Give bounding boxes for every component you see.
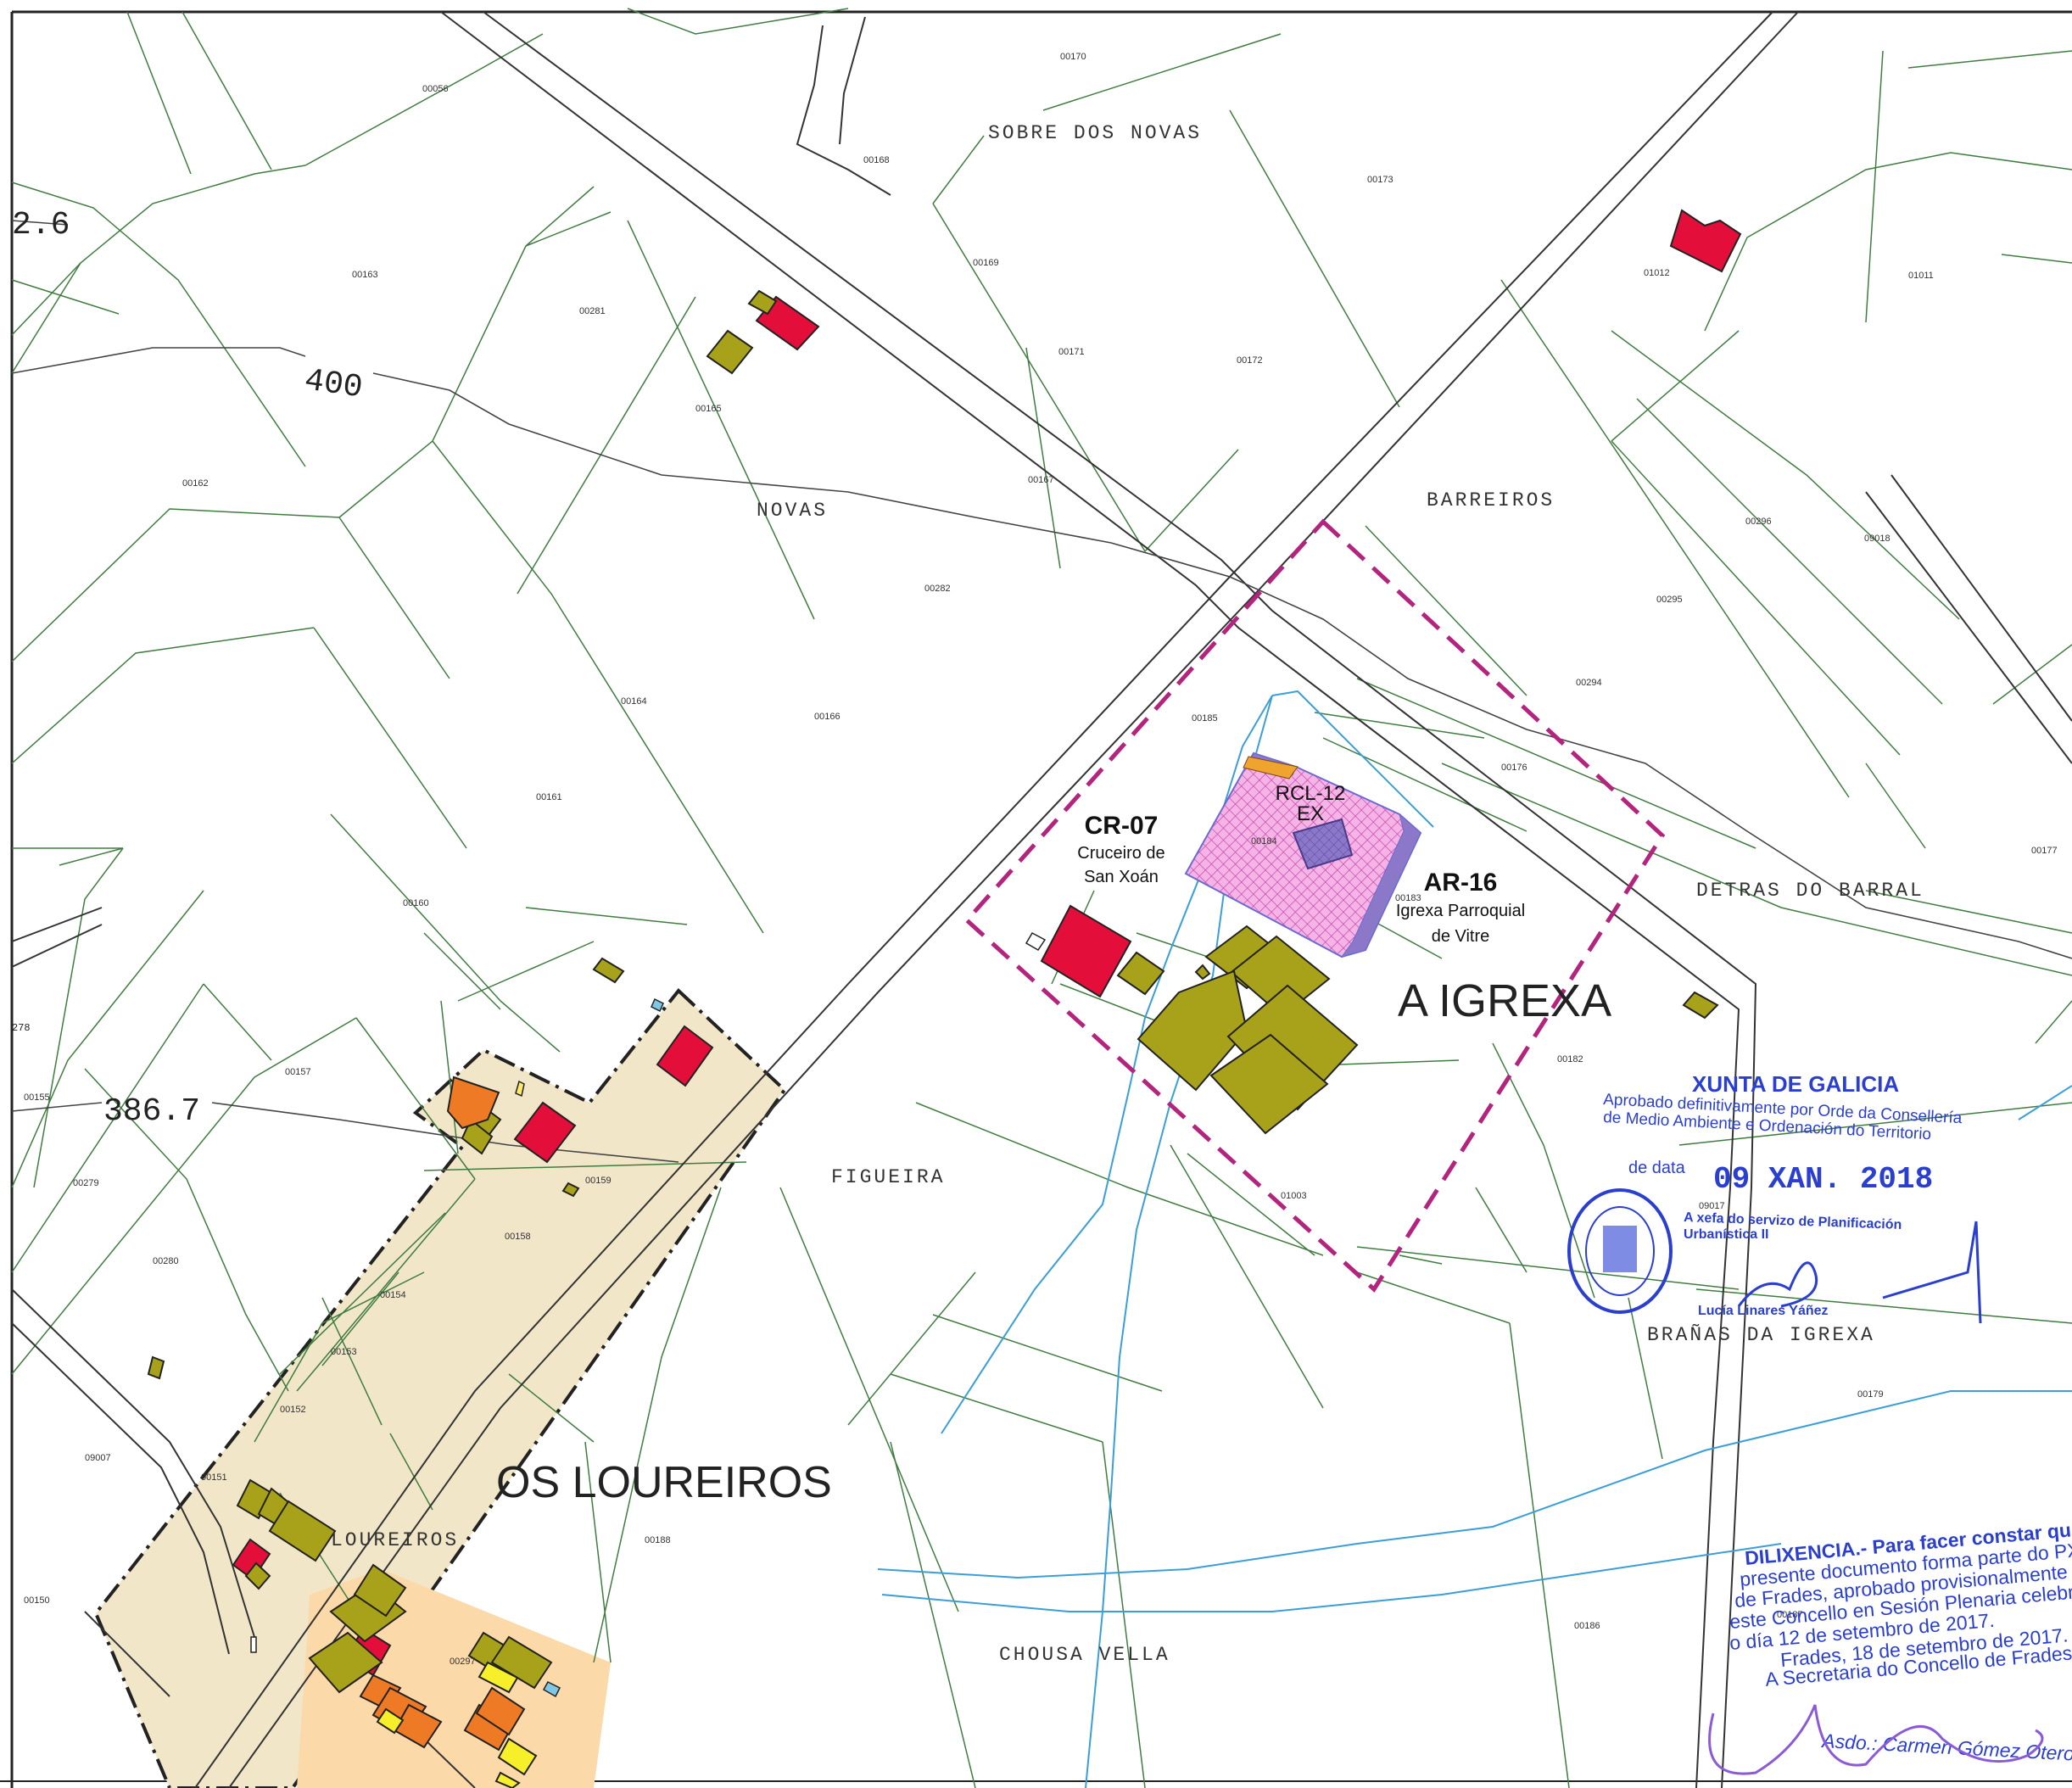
settlement-os-loureiros: OS LOUREIROS [496, 1458, 832, 1507]
approval-stamp: XUNTA DE GALICIA Aprobado definitivament… [1567, 1071, 1982, 1324]
toponym-sobre-dos-novas: SOBRE DOS NOVAS [988, 122, 1202, 144]
heritage-name-ar16-line1: Igrexa Parroquial [1396, 902, 1525, 920]
toponym-novas: NOVAS [757, 500, 828, 522]
parcel-number: 00182 [1557, 1054, 1583, 1064]
parcel-number: 00169 [973, 258, 999, 268]
heritage-code-rcl12: RCL-12 [1276, 782, 1346, 805]
buildings-yellow [376, 1661, 538, 1788]
heritage-code-rcl12-sub: EX [1297, 802, 1324, 825]
heritage-labels: CR-07 Cruceiro de San Xoán AR-16 Igrexa … [1077, 782, 1525, 946]
parcel-number: 00295 [1656, 595, 1683, 605]
parcel-number: 00165 [695, 404, 722, 414]
contour-lines [11, 220, 2072, 1163]
contour-label-400: 400 [302, 362, 365, 406]
parcel-number: 00179 [1857, 1389, 1884, 1400]
parcel-number: 00173 [1367, 175, 1393, 185]
parcel-number: 00159 [585, 1176, 612, 1186]
stamp-signature [1737, 1221, 1982, 1324]
heritage-name-ar16-line2: de Vitre [1432, 927, 1490, 946]
toponym-figueira: FIGUEIRA [831, 1166, 945, 1188]
parcel-numbers: 00056 00170 00168 00169 00163 00281 0016… [24, 52, 2058, 1667]
parcel-number: 00294 [1576, 678, 1602, 688]
parcel-number: 00187 [1777, 1610, 1803, 1620]
heritage-name-cr07-line2: San Xoán [1084, 868, 1159, 886]
parcel-lines [11, 8, 2072, 1788]
parcel-number: 00177 [2031, 846, 2058, 856]
stamp-date-value: 09 XAN. 2018 [1713, 1162, 1933, 1197]
parcel-number: 00162 [182, 478, 209, 489]
parcel-number: 01011 [1908, 271, 1934, 281]
parcel-number: 00154 [380, 1290, 406, 1300]
parcel-number: 09007 [85, 1453, 111, 1463]
parcel-number: 00151 [201, 1472, 227, 1483]
diligence-text: DILIXENCIA.- Para facer constar qu prese… [1708, 1518, 2072, 1775]
heritage-code-cr07: CR-07 [1085, 812, 1159, 840]
heritage-name-cr07-line1: Cruceiro de [1077, 844, 1164, 863]
diligence-line8: Asdo.: Carmen Gómez Otero. [1820, 1729, 2072, 1765]
parcel-number: 00296 [1745, 517, 1772, 527]
stamp-signer: Lucía Linares Yáñez [1698, 1304, 1829, 1318]
buildings-orange [359, 1076, 526, 1752]
parcel-number: 01012 [1644, 268, 1670, 278]
stamp-line4: Urbanística II [1684, 1227, 1768, 1242]
parcel-number: 09017 [1699, 1201, 1725, 1211]
toponyms: SOBRE DOS NOVAS NOVAS BARREIROS DETRAS D… [331, 122, 1924, 1666]
parcel-number: 00184 [1251, 836, 1277, 847]
parcel-number: 00176 [1501, 763, 1527, 773]
heritage-code-ar16: AR-16 [1424, 869, 1498, 897]
contour-label-386-7: 386.7 [103, 1093, 200, 1130]
parcel-number: 00183 [1395, 893, 1421, 903]
parcel-number: 00171 [1058, 347, 1085, 357]
parcel-number: 00161 [536, 792, 562, 802]
toponym-detras-do-barral: DETRAS DO BARRAL [1696, 880, 1924, 902]
parcel-number: 01003 [1281, 1191, 1307, 1201]
parcel-number: 00160 [403, 898, 429, 908]
parcel-number: 00280 [153, 1256, 179, 1266]
parcel-number: 09018 [1864, 534, 1890, 544]
contour-label-278: 278 [12, 1022, 31, 1034]
toponym-barreiros: BARREIROS [1427, 489, 1555, 511]
parcel-number: 00279 [73, 1178, 99, 1188]
parcel-number: 00164 [621, 696, 647, 707]
heritage-protection-boundary [963, 518, 1666, 1293]
diligence-signature [1708, 1700, 2044, 1775]
parcel-number: 00150 [24, 1595, 50, 1606]
parcel-number: 00163 [352, 270, 378, 280]
parcel-number: 00155 [24, 1092, 50, 1103]
parcel-number: 00186 [1574, 1621, 1600, 1631]
buildings-minor [250, 931, 1047, 1698]
parcel-number: 00297 [450, 1657, 476, 1667]
parcel-number: 00170 [1060, 52, 1086, 62]
parcel-number: 00281 [579, 306, 606, 316]
parcel-number: 00185 [1192, 713, 1218, 724]
contour-label-2-6: 2.6 [12, 207, 70, 243]
buildings-other [147, 289, 1719, 1694]
parcel-number: 00056 [422, 84, 449, 94]
toponym-loureiros: LOUREIROS [331, 1529, 459, 1551]
parcel-number: 00167 [1028, 475, 1054, 485]
parcel-number: 00168 [863, 155, 890, 165]
parcel-number: 00157 [285, 1067, 311, 1077]
parcel-number: 00188 [645, 1535, 671, 1545]
parcel-number: 00153 [331, 1347, 357, 1357]
church-igrexa-vitre [1184, 752, 1422, 958]
stamp-authority: XUNTA DE GALICIA [1692, 1071, 1899, 1097]
toponym-chousa-vella: CHOUSA VELLA [999, 1644, 1170, 1666]
contour-labels: 400 386.7 2.6 278 [12, 207, 365, 1130]
settlement-names: A IGREXA OS LOUREIROS [496, 975, 1611, 1507]
toponym-branas-da-igrexa: BRAÑAS DA IGREXA [1647, 1323, 1875, 1346]
parcel-number: 00152 [280, 1405, 306, 1415]
stamp-date-label: de data [1628, 1159, 1686, 1177]
roads [11, 11, 2072, 1788]
stamp-seal [1567, 1188, 1673, 1314]
parcel-number: 00172 [1237, 355, 1263, 366]
settlement-a-igrexa: A IGREXA [1398, 975, 1611, 1026]
parcel-number: 00166 [814, 712, 841, 722]
parcel-number: 00158 [505, 1232, 531, 1242]
parcel-number: 00282 [924, 584, 951, 594]
